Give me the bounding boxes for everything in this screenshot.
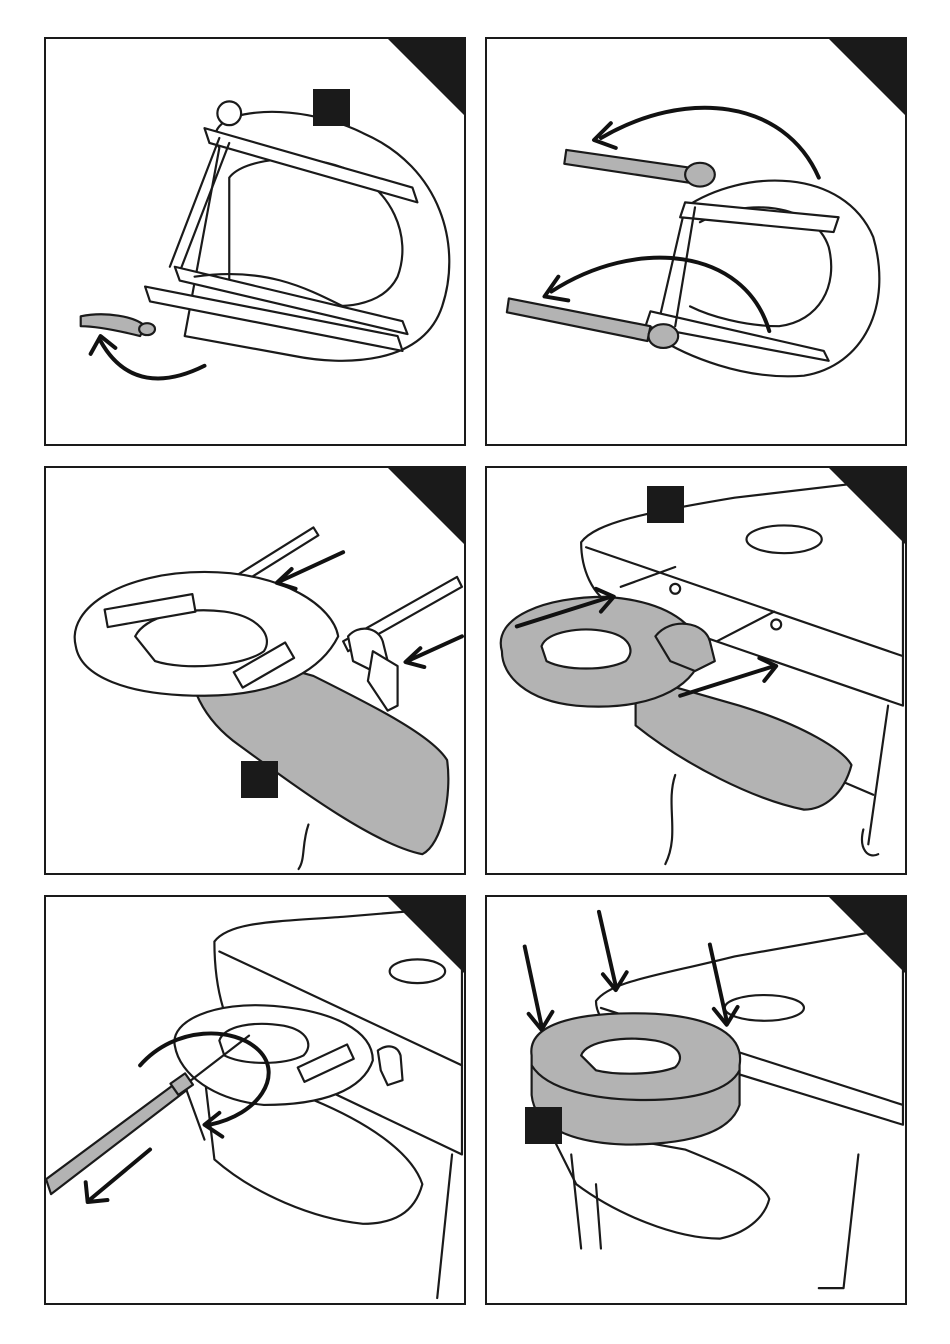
instruction-panel-4 — [485, 466, 907, 875]
panel-corner-tab — [827, 466, 907, 546]
instruction-panel-2 — [485, 37, 907, 446]
panel-corner-tab — [827, 895, 907, 975]
panel-corner-tab — [386, 37, 466, 117]
step-marker — [313, 89, 350, 126]
panel-corner-tab — [827, 37, 907, 117]
step-marker — [525, 1107, 562, 1144]
instruction-panel-5 — [44, 895, 466, 1305]
instruction-panel-3 — [44, 466, 466, 875]
panel-corner-tab — [386, 895, 466, 975]
instruction-panel-1 — [44, 37, 466, 446]
step-marker — [241, 761, 278, 798]
instruction-panel-6 — [485, 895, 907, 1305]
panel-corner-tab — [386, 466, 466, 546]
step-marker — [647, 486, 684, 523]
